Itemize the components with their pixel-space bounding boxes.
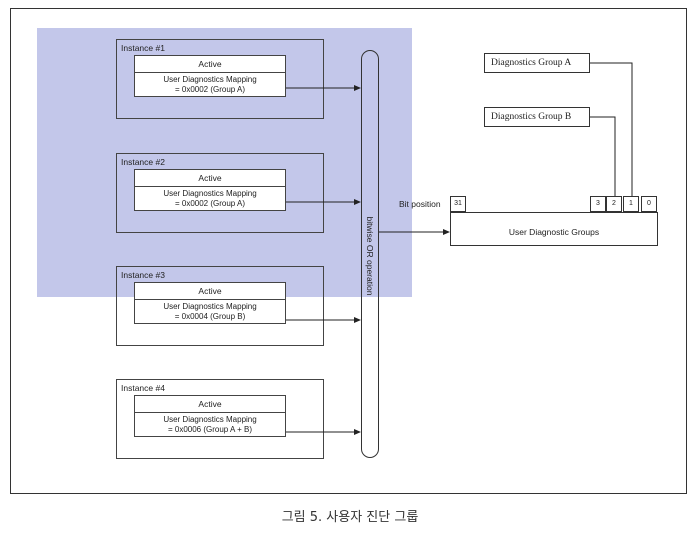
instance-box-1: Instance #1 Active User Diagnostics Mapp…: [116, 39, 324, 119]
figure-caption: 그림 5. 사용자 진단 그룹: [281, 510, 419, 525]
mapping-text: User Diagnostics Mapping = 0x0004 (Group…: [135, 300, 285, 322]
instance-inner-box: Active User Diagnostics Mapping = 0x0004…: [134, 282, 286, 324]
bit-cell-0: 0: [641, 196, 657, 212]
bit-cell-31: 31: [450, 196, 466, 212]
instance-box-3: Instance #3 Active User Diagnostics Mapp…: [116, 266, 324, 346]
instance-title: Instance #2: [121, 157, 165, 167]
instance-inner-box: Active User Diagnostics Mapping = 0x0006…: [134, 395, 286, 437]
active-label: Active: [135, 170, 285, 187]
instance-title: Instance #1: [121, 43, 165, 53]
mapping-line2: = 0x0006 (Group A + B): [167, 425, 253, 434]
bit-position-label: Bit position: [399, 199, 441, 209]
active-label: Active: [135, 283, 285, 300]
instance-title: Instance #4: [121, 383, 165, 393]
mapping-line1: User Diagnostics Mapping: [163, 75, 257, 84]
bit-cell-2: 2: [606, 196, 622, 212]
instance-box-4: Instance #4 Active User Diagnostics Mapp…: [116, 379, 324, 459]
bit-cell-1: 1: [623, 196, 639, 212]
active-label: Active: [135, 56, 285, 73]
active-label: Active: [135, 396, 285, 413]
instance-inner-box: Active User Diagnostics Mapping = 0x0002…: [134, 169, 286, 211]
mapping-text: User Diagnostics Mapping = 0x0002 (Group…: [135, 187, 285, 209]
bit-cell-3: 3: [590, 196, 606, 212]
instance-title: Instance #3: [121, 270, 165, 280]
instance-box-2: Instance #2 Active User Diagnostics Mapp…: [116, 153, 324, 233]
bitwise-or-bus: [361, 50, 379, 458]
mapping-line2: = 0x0004 (Group B): [174, 312, 246, 321]
mapping-text: User Diagnostics Mapping = 0x0006 (Group…: [135, 413, 285, 435]
diagnostics-group-b-box: Diagnostics Group B: [484, 107, 590, 127]
mapping-line1: User Diagnostics Mapping: [163, 415, 257, 424]
mapping-line1: User Diagnostics Mapping: [163, 189, 257, 198]
user-diagnostic-groups-box: User Diagnostic Groups: [450, 212, 658, 246]
mapping-text: User Diagnostics Mapping = 0x0002 (Group…: [135, 73, 285, 95]
diagnostics-group-a-box: Diagnostics Group A: [484, 53, 590, 73]
mapping-line2: = 0x0002 (Group A): [174, 85, 246, 94]
mapping-line2: = 0x0002 (Group A): [174, 199, 246, 208]
udg-label: User Diagnostic Groups: [508, 227, 600, 237]
instance-inner-box: Active User Diagnostics Mapping = 0x0002…: [134, 55, 286, 97]
mapping-line1: User Diagnostics Mapping: [163, 302, 257, 311]
